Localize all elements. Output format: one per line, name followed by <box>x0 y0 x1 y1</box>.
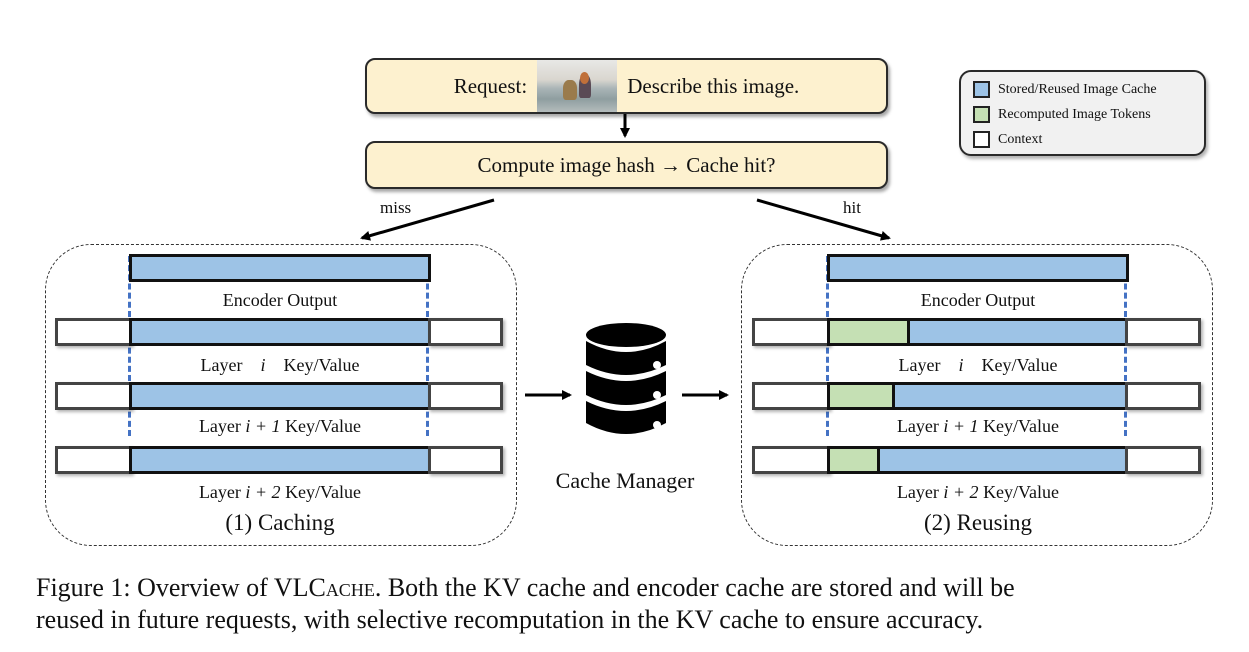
reusing-right-guide <box>1124 256 1127 436</box>
caching-encoder-output-bar <box>129 254 431 282</box>
caching-layer-i-context-right <box>428 318 503 346</box>
system-name: VLC <box>273 573 326 602</box>
reusing-layer-i1-label: Layer i + 1 Key/Value <box>827 416 1129 437</box>
request-label: Request: <box>453 73 528 98</box>
miss-arrow <box>360 198 495 241</box>
hash-box: Compute image hash → Cache hit? <box>365 141 888 189</box>
reusing-layer-i1-recomputed-tokens <box>830 385 895 407</box>
reusing-layer-i2-image-cache <box>827 446 1128 474</box>
legend-label: Context <box>998 131 1043 147</box>
layer-index: i <box>958 355 964 375</box>
cache-manager-label: Cache Manager <box>555 468 695 493</box>
reusing-panel-title: (2) Reusing <box>924 510 1032 535</box>
caching-layer-i2-label: Layer i + 2 Key/Value <box>129 482 431 503</box>
reusing-layer-i-label: Layer i Key/Value <box>827 355 1129 376</box>
layer-index: i + 2 <box>943 482 979 502</box>
layer-index: i <box>260 355 266 375</box>
caching-right-guide <box>426 256 429 436</box>
legend-label: Recomputed Image Tokens <box>998 106 1151 122</box>
hash-box-text: Compute image hash → Cache hit? <box>477 152 776 177</box>
layer-suffix: Key/Value <box>983 416 1060 436</box>
layer-prefix: Layer <box>898 355 941 375</box>
layer-index: i + 1 <box>943 416 979 436</box>
layer-index: i + 1 <box>245 416 281 436</box>
reusing-layer-i-image-cache <box>827 318 1128 346</box>
caching-layer-i1-context-left <box>55 382 132 410</box>
system-name-smallcaps: ache <box>325 573 375 602</box>
layer-suffix: Key/Value <box>285 482 362 502</box>
caching-layer-i1-label: Layer i + 1 Key/Value <box>129 416 431 437</box>
reusing-layer-i1-image-cache <box>827 382 1128 410</box>
reusing-layer-i-recomputed-tokens <box>830 321 910 343</box>
hair-figure <box>580 72 590 84</box>
layer-suffix: Key/Value <box>983 482 1060 502</box>
caching-encoder-label: Encoder Output <box>222 290 338 310</box>
legend-swatch-green <box>973 106 990 123</box>
layer-prefix: Layer <box>198 416 241 436</box>
request-box: Request: Describe this image. <box>365 58 888 114</box>
caching-panel <box>45 244 517 546</box>
caching-layer-i2-image-cache <box>129 446 431 474</box>
caching-layer-i2-context-left <box>55 446 132 474</box>
caching-layer-i1-image-cache <box>129 382 431 410</box>
reusing-layer-i2-context-right <box>1125 446 1201 474</box>
reusing-layer-i2-recomputed-tokens <box>830 449 881 471</box>
layer-prefix: Layer <box>896 416 939 436</box>
request-image <box>537 60 618 112</box>
reusing-encoder-output-bar <box>827 254 1129 282</box>
reusing-left-guide <box>826 256 829 436</box>
caching-panel-title: (1) Caching <box>225 510 335 535</box>
layer-suffix: Key/Value <box>285 416 362 436</box>
reusing-layer-i1-context-right <box>1125 382 1201 410</box>
caption-line-1: Figure 1: Overview of VLCache. Both the … <box>36 572 1015 604</box>
miss-label: miss <box>380 198 412 217</box>
layer-prefix: Layer <box>896 482 939 502</box>
layer-suffix: Key/Value <box>283 355 360 375</box>
hit-label: hit <box>843 198 861 217</box>
layer-suffix: Key/Value <box>981 355 1058 375</box>
hit-arrow <box>756 198 891 241</box>
caching-layer-i-image-cache <box>129 318 431 346</box>
caching-layer-i-label: Layer i Key/Value <box>129 355 431 376</box>
layer-prefix: Layer <box>200 355 243 375</box>
legend-swatch-white <box>973 131 990 148</box>
legend-label: Stored/Reused Image Cache <box>998 81 1157 97</box>
layer-index: i + 2 <box>245 482 281 502</box>
caption-line-2: reused in future requests, with selectiv… <box>36 605 984 634</box>
reusing-layer-i2-context-left <box>752 446 830 474</box>
caption-line1-rest: . Both the KV cache and encoder cache ar… <box>374 573 1015 602</box>
legend-item-stored: Stored/Reused Image Cache <box>973 81 1157 98</box>
reusing-layer-i-context-left <box>752 318 830 346</box>
caching-left-guide <box>128 256 131 436</box>
dog-figure <box>563 80 578 100</box>
legend: Stored/Reused Image Cache Recomputed Ima… <box>959 70 1206 156</box>
reusing-layer-i2-label: Layer i + 2 Key/Value <box>827 482 1129 503</box>
reusing-panel <box>741 244 1213 546</box>
request-prompt: Describe this image. <box>627 73 800 98</box>
caption-prefix: Figure 1: Overview of <box>36 573 274 602</box>
reusing-encoder-label: Encoder Output <box>920 290 1036 310</box>
layer-prefix: Layer <box>198 482 241 502</box>
figure-caption: Figure 1: Overview of VLCache. Both the … <box>36 572 1015 636</box>
reusing-layer-i1-context-left <box>752 382 830 410</box>
reusing-layer-i-context-right <box>1125 318 1201 346</box>
legend-item-recomputed: Recomputed Image Tokens <box>973 106 1151 123</box>
legend-swatch-blue <box>973 81 990 98</box>
caching-layer-i2-context-right <box>428 446 503 474</box>
legend-item-context: Context <box>973 131 1042 148</box>
caching-layer-i1-context-right <box>428 382 503 410</box>
